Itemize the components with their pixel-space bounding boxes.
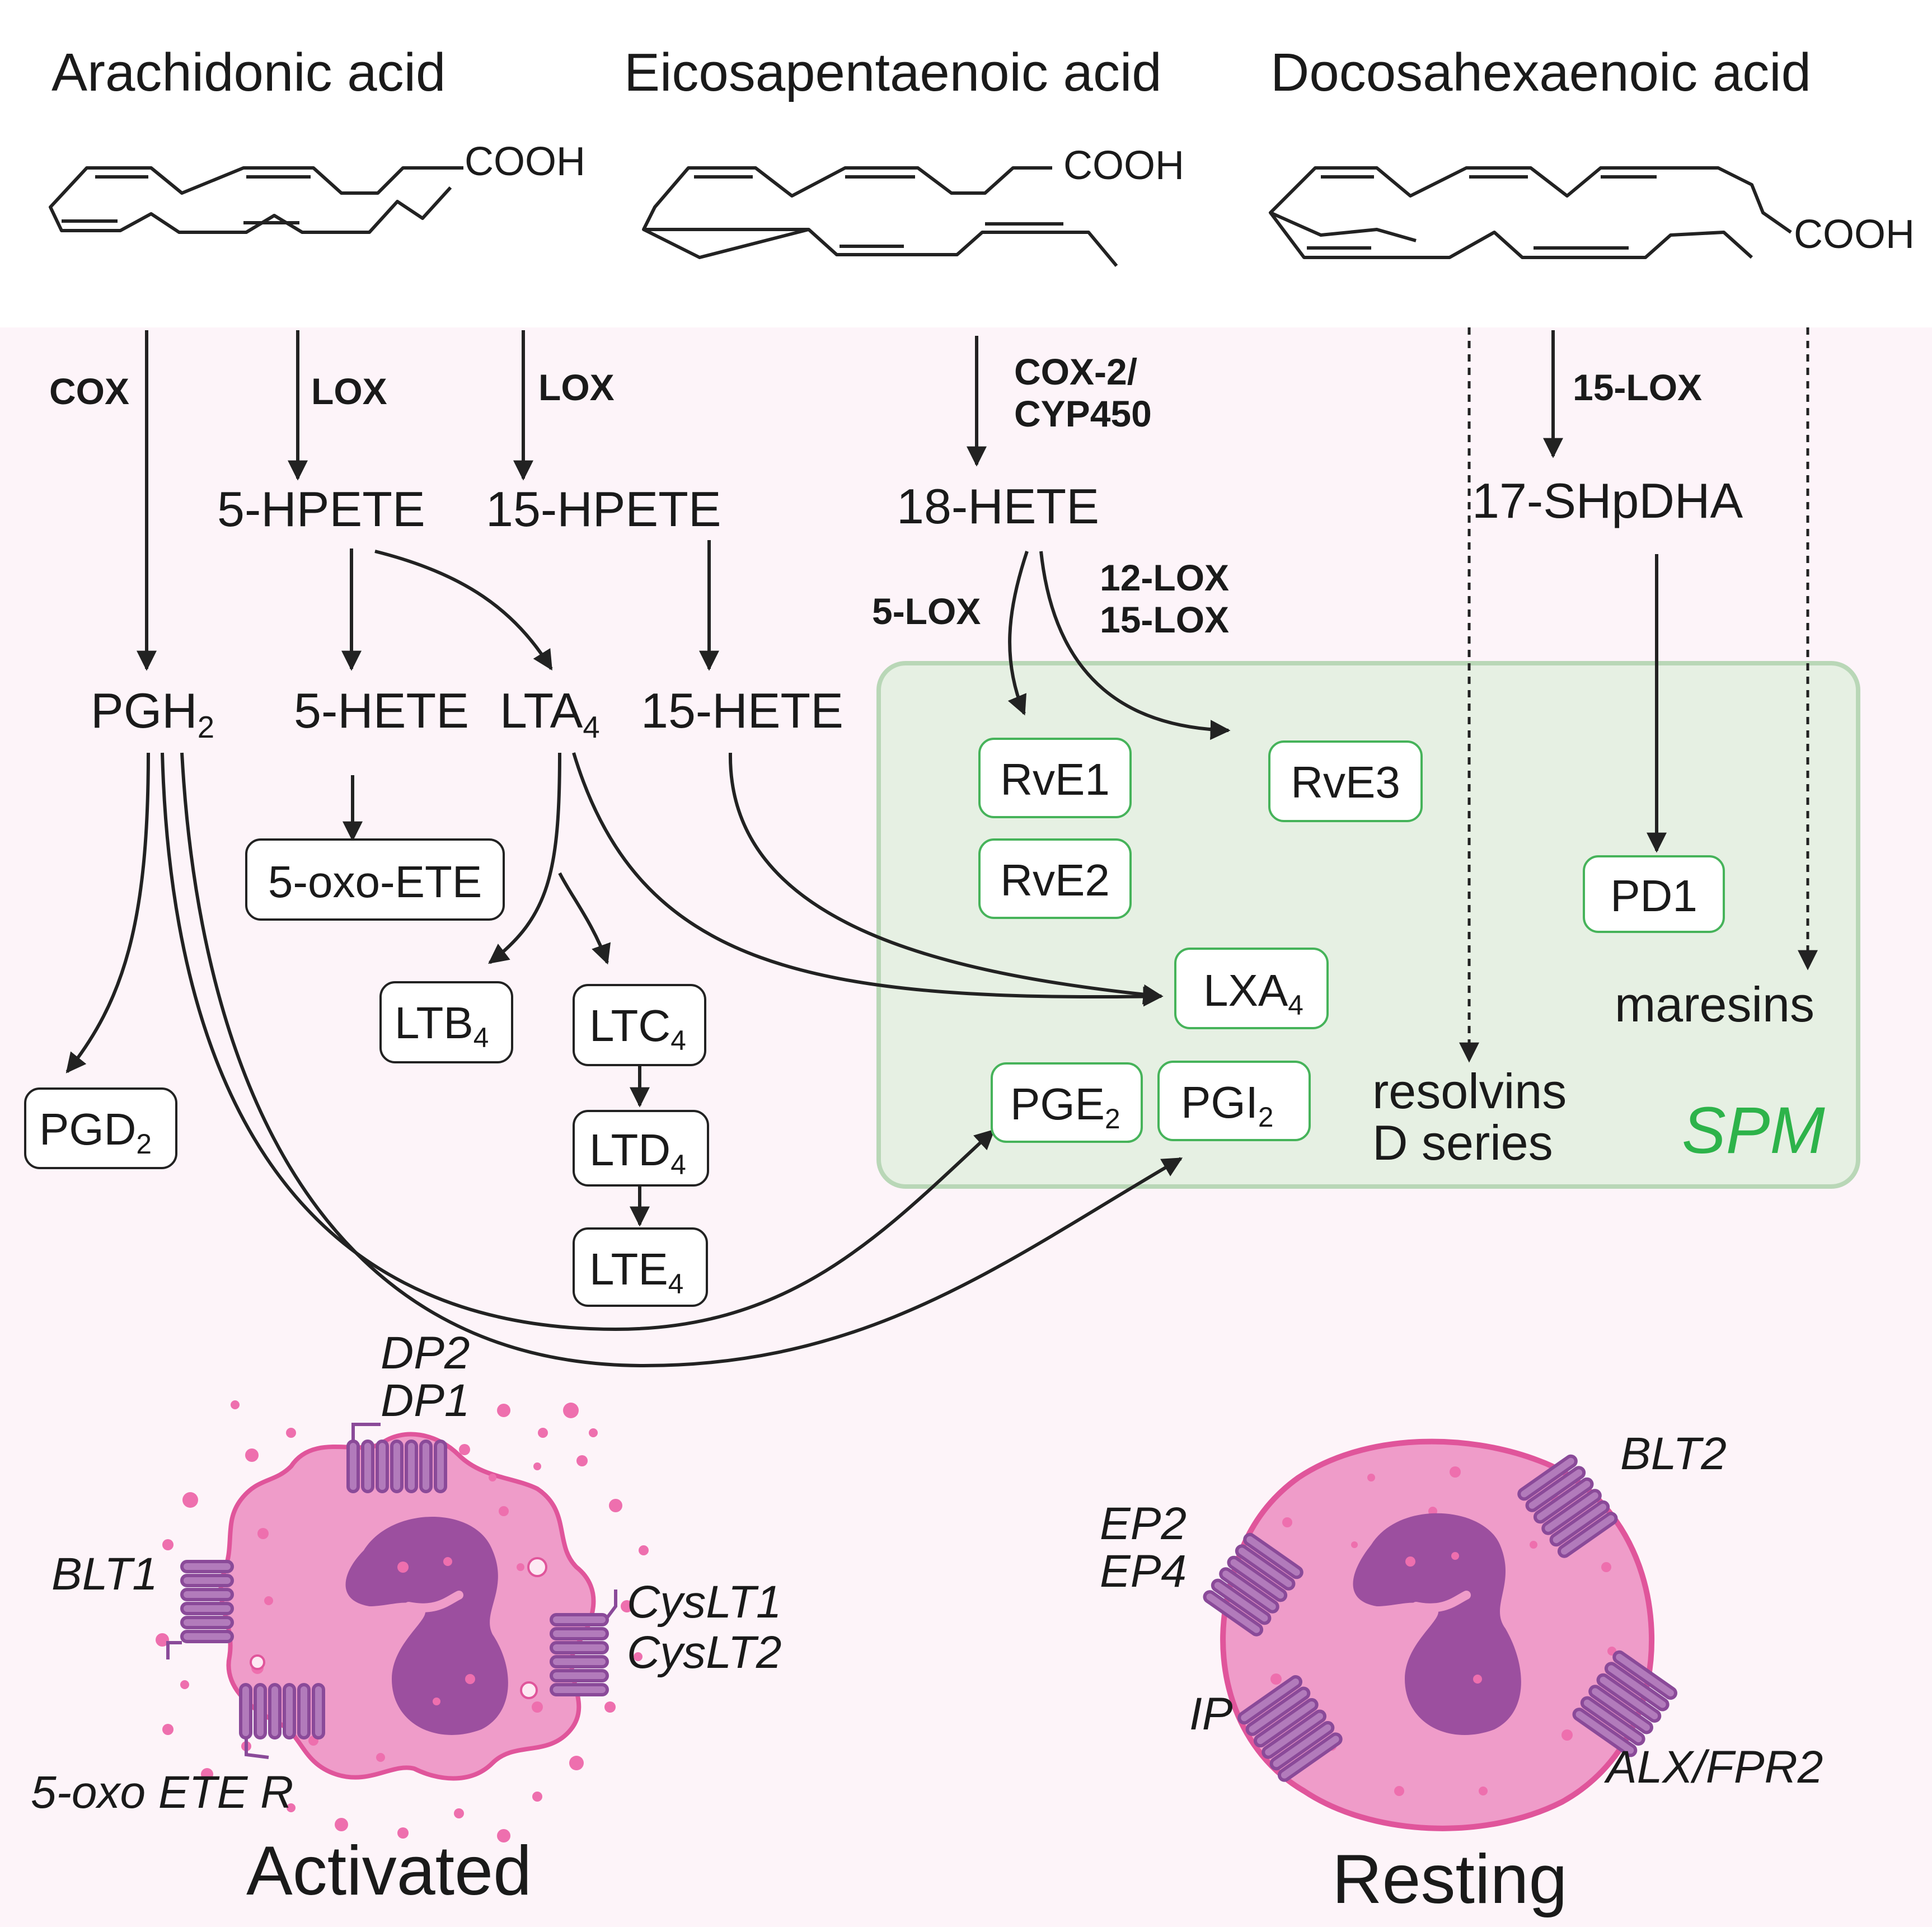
box-rve2: RvE2 <box>978 838 1132 919</box>
svg-text:LTD4: LTD4 <box>589 1125 686 1180</box>
box-pge2: PGE2 <box>991 1062 1143 1143</box>
arrow-pgh2-pge2 <box>161 752 995 1331</box>
arrow-pgh2-pgd2 <box>65 752 150 1073</box>
epa-label: Eicosapentaenoic acid <box>624 43 1162 102</box>
resolvins-label-2: D series <box>1372 1115 1553 1170</box>
svg-text:RvE2: RvE2 <box>1000 855 1110 905</box>
arrow-15hete-lxa4 <box>728 752 1164 1005</box>
svg-text:RvE1: RvE1 <box>1000 754 1110 804</box>
epa-structure <box>642 166 1118 267</box>
arrow-5hpete-lta4 <box>374 550 553 671</box>
caption-resting: Resting <box>1332 1841 1567 1918</box>
metabolite-lta4: LTA4 <box>500 683 600 744</box>
svg-text:LTB4: LTB4 <box>395 998 489 1053</box>
arrow-lta4-ltb4 <box>488 752 561 964</box>
resolvins-label-1: resolvins <box>1372 1063 1567 1119</box>
svg-text:RvE3: RvE3 <box>1291 757 1400 807</box>
box-ltd4: LTD4 <box>573 1110 709 1187</box>
receptor-ep <box>1203 1532 1303 1637</box>
cooh-epa: COOH <box>1063 143 1184 188</box>
enzyme-15lox-dha: 15-LOX <box>1573 367 1702 408</box>
resting-neutrophil <box>1203 1438 1677 1831</box>
enzyme-lox-a: LOX <box>311 371 387 412</box>
box-pd1: PD1 <box>1583 855 1725 933</box>
receptor-label-blt2: BLT2 <box>1620 1428 1727 1479</box>
svg-text:LXA4: LXA4 <box>1203 965 1303 1021</box>
metabolite-5hpete: 5-HPETE <box>217 481 425 537</box>
svg-text:PGI2: PGI2 <box>1181 1077 1273 1133</box>
box-rve1: RvE1 <box>978 738 1132 818</box>
acid-header-band <box>0 0 1932 327</box>
metabolite-pgh2: PGH2 <box>91 683 214 744</box>
arrow-18hete-rve3 <box>1039 551 1231 740</box>
enzyme-cox: COX <box>49 371 129 412</box>
receptor-ip <box>1237 1675 1343 1782</box>
activated-neutrophil <box>156 1400 649 1842</box>
svg-text:LTE4: LTE4 <box>589 1244 683 1300</box>
dha-label: Docosahexaenoic acid <box>1270 43 1811 102</box>
arrow-pgh2-pgi2 <box>180 752 1183 1368</box>
receptor-label-ep2: EP2 <box>1100 1498 1187 1549</box>
enzyme-5lox: 5-LOX <box>872 590 981 632</box>
metabolite-17shpdha: 17-SHpDHA <box>1472 473 1743 528</box>
box-lxa4: LXA4 <box>1174 948 1329 1029</box>
arrow-lta4-ltc4 <box>558 872 611 965</box>
caption-activated: Activated <box>246 1832 532 1910</box>
arachidonic-acid-label: Arachidonic acid <box>51 43 446 102</box>
box-ltb4: LTB4 <box>379 981 513 1063</box>
metabolite-15hete: 15-HETE <box>641 683 843 738</box>
receptor-label-ep4: EP4 <box>1100 1546 1187 1597</box>
receptor-label-blt1: BLT1 <box>51 1549 158 1600</box>
cooh-arachidonic: COOH <box>465 139 585 184</box>
enzyme-cox2-line1: COX-2/ <box>1014 351 1137 392</box>
spm-label: SPM <box>1682 1094 1825 1168</box>
arrow-18hete-rve1 <box>1007 551 1029 716</box>
cooh-dha: COOH <box>1794 212 1915 257</box>
pathway-curves <box>65 550 1231 1368</box>
receptor-cyslt <box>550 1590 617 1696</box>
enzyme-lox-b: LOX <box>538 367 615 408</box>
enzyme-15lox: 15-LOX <box>1100 599 1229 640</box>
arachidonic-acid-structure <box>49 166 463 234</box>
dha-structure <box>1269 166 1792 259</box>
box-pgi2: PGI2 <box>1157 1061 1311 1141</box>
receptor-blt1 <box>166 1560 234 1659</box>
receptor-label-dp1: DP1 <box>381 1375 470 1426</box>
dashed-arrows <box>1459 327 1818 1063</box>
receptor-dp <box>346 1423 447 1493</box>
receptor-label-5oxo: 5-oxo ETE R <box>31 1767 293 1818</box>
box-lte4: LTE4 <box>573 1227 708 1307</box>
svg-text:5-oxo-ETE: 5-oxo-ETE <box>268 857 482 907</box>
metabolite-15hpete: 15-HPETE <box>486 481 721 537</box>
receptor-label-ip: IP <box>1189 1689 1233 1740</box>
maresins-label: maresins <box>1615 977 1814 1032</box>
box-5-oxo-ete: 5-oxo-ETE <box>245 838 505 921</box>
receptor-label-dp2: DP2 <box>381 1328 470 1379</box>
enzyme-cox2-line2: CYP450 <box>1014 393 1152 434</box>
receptor-oxo-ete <box>239 1683 325 1759</box>
metabolite-18hete: 18-HETE <box>897 479 1099 534</box>
box-pgd2: PGD2 <box>24 1087 177 1169</box>
box-rve3: RvE3 <box>1268 740 1423 822</box>
box-ltc4: LTC4 <box>573 984 706 1066</box>
receptor-alx <box>1572 1650 1677 1757</box>
svg-text:LTC4: LTC4 <box>589 1001 686 1056</box>
svg-text:PGE2: PGE2 <box>1010 1079 1120 1134</box>
receptor-label-alx: ALX/FPR2 <box>1603 1742 1823 1793</box>
arrow-lta4-lxa4 <box>572 752 1164 1007</box>
metabolite-5hete: 5-HETE <box>294 683 469 738</box>
svg-text:PGD2: PGD2 <box>39 1104 152 1160</box>
pathway-arrows <box>137 330 1667 1227</box>
receptor-blt2 <box>1517 1454 1618 1558</box>
receptor-label-cyslt2: CysLT2 <box>627 1627 781 1678</box>
svg-text:PD1: PD1 <box>1610 871 1697 921</box>
enzyme-12lox: 12-LOX <box>1100 557 1229 598</box>
receptor-label-cyslt1: CysLT1 <box>627 1577 781 1628</box>
